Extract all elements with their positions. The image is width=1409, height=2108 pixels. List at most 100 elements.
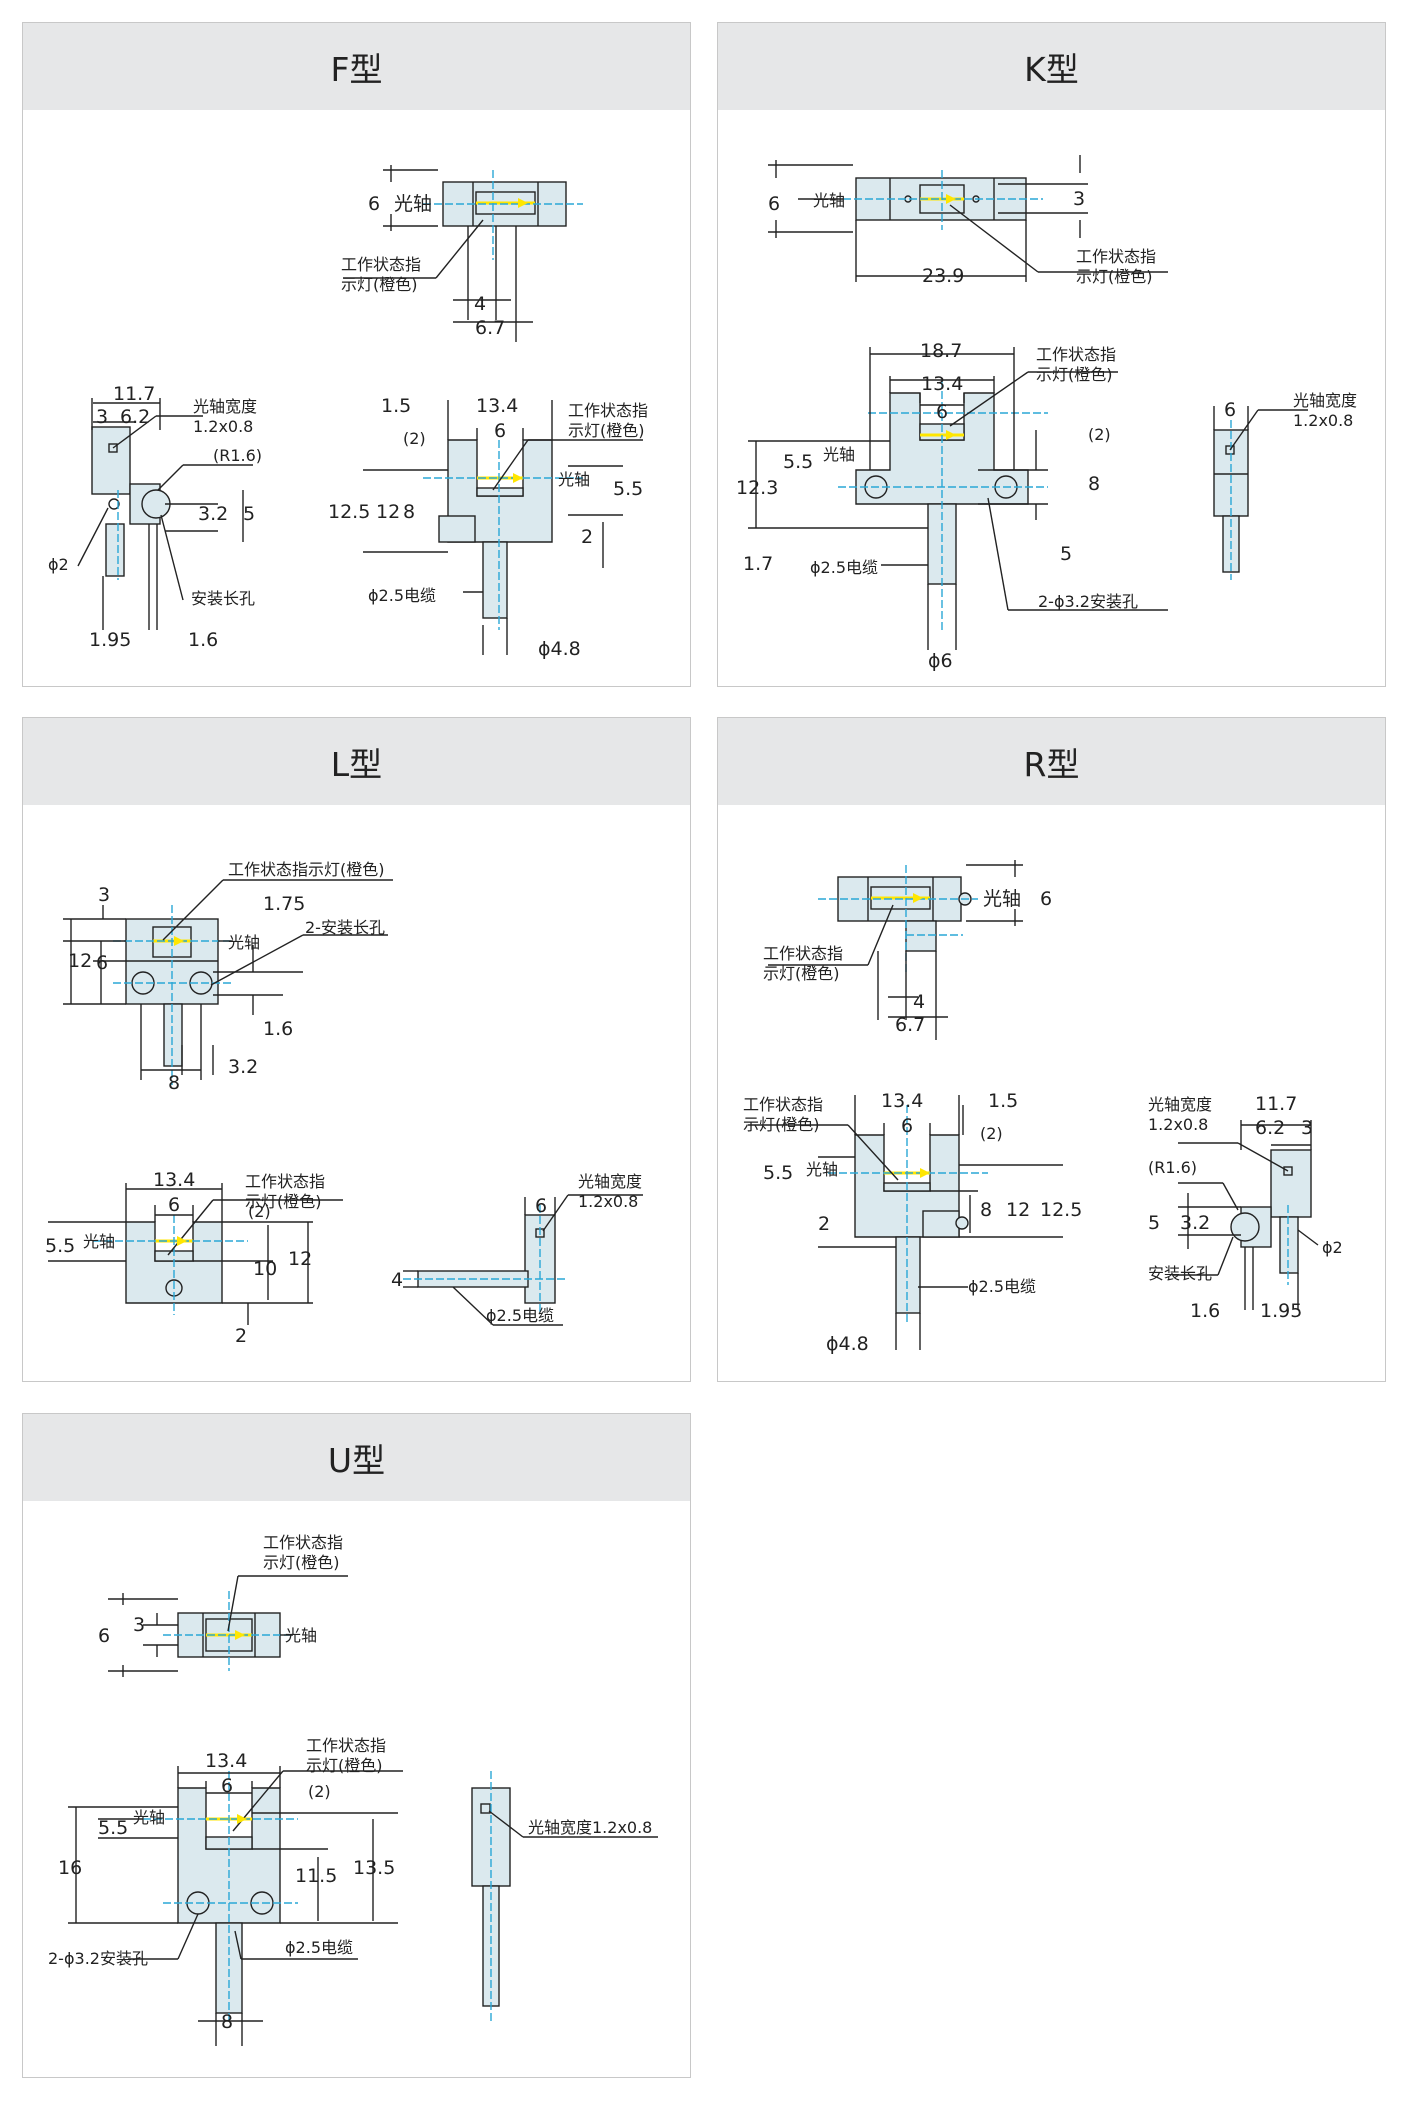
f-indicator-label-2: 示灯(橙色): [341, 275, 418, 294]
k-dim-18-7: 18.7: [920, 340, 962, 362]
panel-f: F型: [22, 22, 691, 687]
u-indicator-label-2: 示灯(橙色): [263, 1553, 340, 1572]
panel-l: L型: [22, 717, 691, 1382]
u-dim-8: 8: [221, 2011, 233, 2033]
l-dim-10: 10: [253, 1258, 277, 1280]
l-dim-4: 4: [391, 1269, 403, 1291]
f-r16: (R1.6): [213, 446, 262, 465]
r-phi2: ϕ2: [1322, 1238, 1343, 1257]
r-dim-5: 5: [1148, 1212, 1160, 1234]
r-phi48: ϕ4.8: [826, 1333, 869, 1355]
panel-r: R型: [717, 717, 1386, 1382]
l-dim-1-75: 1.75: [263, 893, 305, 915]
r-cable-label: ϕ2.5电缆: [968, 1277, 1036, 1296]
f-width-label-2: 1.2x0.8: [193, 417, 253, 436]
k-width-label-2: 1.2x0.8: [1293, 411, 1353, 430]
panel-k-header: K型: [718, 23, 1385, 110]
panel-u: U型: [22, 1413, 691, 2078]
k-phi6: ϕ6: [928, 650, 953, 672]
l-width-label-1: 光轴宽度: [578, 1172, 642, 1191]
r-dim-3: 3: [1301, 1117, 1313, 1139]
r-width-label-1: 光轴宽度: [1148, 1095, 1212, 1114]
panel-l-header: L型: [23, 718, 690, 805]
u-indicator-label-3: 工作状态指: [306, 1736, 386, 1755]
k-optical-axis-2: 光轴: [823, 445, 855, 464]
k-width-label-1: 光轴宽度: [1293, 391, 1357, 410]
k-indicator-label-4: 示灯(橙色): [1036, 365, 1113, 384]
k-optical-axis: 光轴: [813, 191, 845, 210]
l-dim-6b: 6: [168, 1194, 180, 1216]
k-dim-12-3: 12.3: [736, 477, 778, 499]
l-dim-8: 8: [168, 1072, 180, 1094]
f-phi48: ϕ4.8: [538, 638, 581, 660]
panel-l-title: L型: [330, 744, 383, 784]
r-indicator-label-1: 工作状态指: [763, 944, 843, 963]
k-dim-1-7: 1.7: [743, 553, 773, 575]
f-dim-1-5: 1.5: [381, 395, 411, 417]
k-dim-23-9: 23.9: [922, 265, 964, 287]
f-dim-3-2: 3.2: [198, 503, 228, 525]
f-dim-4: 4: [474, 293, 486, 315]
l-dim-3: 3: [98, 884, 110, 906]
r-width-label-2: 1.2x0.8: [1148, 1115, 1208, 1134]
r-dim-3-2: 3.2: [1180, 1212, 1210, 1234]
panel-f-drawing: 6 光轴 工作状态指 示灯(橙色) 4 6.7 11.7 3 6.2 光轴宽度 …: [48, 165, 648, 660]
u-optical-axis: 光轴: [285, 1626, 317, 1645]
k-paren2: (2): [1088, 425, 1111, 444]
r-dim-11-7: 11.7: [1255, 1093, 1297, 1115]
f-optical-axis: 光轴: [394, 193, 432, 215]
panel-f-header: F型: [23, 23, 690, 110]
u-dim-6b: 6: [221, 1775, 233, 1797]
panel-r-header: R型: [718, 718, 1385, 805]
panel-k-drawing: 6 光轴 3 工作状态指 示灯(橙色) 23.9 18.7 13.4 6 工作状…: [736, 155, 1357, 672]
u-indicator-label-4: 示灯(橙色): [306, 1756, 383, 1775]
r-dim-1-95: 1.95: [1260, 1300, 1302, 1322]
r-indicator-label-3: 工作状态指: [743, 1095, 823, 1114]
u-dim-16: 16: [58, 1857, 82, 1879]
l-dim-6: 6: [96, 952, 108, 974]
r-dim-12: 12: [1006, 1199, 1030, 1221]
f-dim-1-95: 1.95: [89, 629, 131, 651]
u-dim-6: 6: [98, 1625, 110, 1647]
u-dim-3: 3: [133, 1614, 145, 1636]
k-dim-8: 8: [1088, 473, 1100, 495]
r-indicator-label-4: 示灯(橙色): [743, 1115, 820, 1134]
r-indicator-label-2: 示灯(橙色): [763, 964, 840, 983]
f-dim-5: 5: [243, 503, 255, 525]
l-optical-axis: 光轴: [228, 933, 260, 952]
u-dim-13-4: 13.4: [205, 1750, 247, 1772]
l-indicator-label-2: 示灯(橙色): [245, 1192, 322, 1211]
r-dim-2: 2: [818, 1213, 830, 1235]
r-dim-12-5: 12.5: [1040, 1199, 1082, 1221]
r-dim-1-6: 1.6: [1190, 1300, 1220, 1322]
u-width-label: 光轴宽度1.2x0.8: [528, 1818, 652, 1837]
panel-u-drawing: 工作状态指 示灯(橙色) 6 3 光轴 工作状态指 示灯(橙色) 13.4 6 …: [48, 1533, 658, 2046]
u-indicator-label-1: 工作状态指: [263, 1533, 343, 1552]
l-dim-3-2: 3.2: [228, 1056, 258, 1078]
k-holes-label: 2-ϕ3.2安装孔: [1038, 592, 1138, 611]
f-width-label-1: 光轴宽度: [193, 397, 257, 416]
k-indicator-label-1: 工作状态指: [1076, 247, 1156, 266]
r-dim-6-2: 6.2: [1255, 1117, 1285, 1139]
f-indicator-label-3: 工作状态指: [568, 401, 648, 420]
f-dim-3: 3: [96, 406, 108, 428]
r-slot-label: 安装长孔: [1148, 1264, 1212, 1283]
k-dim-6c: 6: [1224, 399, 1236, 421]
f-dim-6-7: 6.7: [475, 317, 505, 339]
u-dim-11-5: 11.5: [295, 1865, 337, 1887]
f-dim-6-2: 6.2: [120, 406, 150, 428]
f-indicator-label-1: 工作状态指: [341, 255, 421, 274]
r-dim-13-4: 13.4: [881, 1090, 923, 1112]
u-optical-axis-2: 光轴: [133, 1808, 165, 1827]
f-dim-11-7: 11.7: [113, 383, 155, 405]
k-dim-13-4: 13.4: [921, 373, 963, 395]
u-dim-13-5: 13.5: [353, 1857, 395, 1879]
panel-r-title: R型: [1023, 744, 1080, 784]
l-cable-label: ϕ2.5电缆: [486, 1306, 554, 1325]
l-indicator-label: 工作状态指示灯(橙色): [228, 860, 385, 879]
r-dim-1-5: 1.5: [988, 1090, 1018, 1112]
r-paren2: (2): [980, 1124, 1003, 1143]
f-dim-6: 6: [368, 193, 380, 215]
r-dim-4: 4: [913, 991, 925, 1013]
l-dim-12b: 12: [288, 1248, 312, 1270]
